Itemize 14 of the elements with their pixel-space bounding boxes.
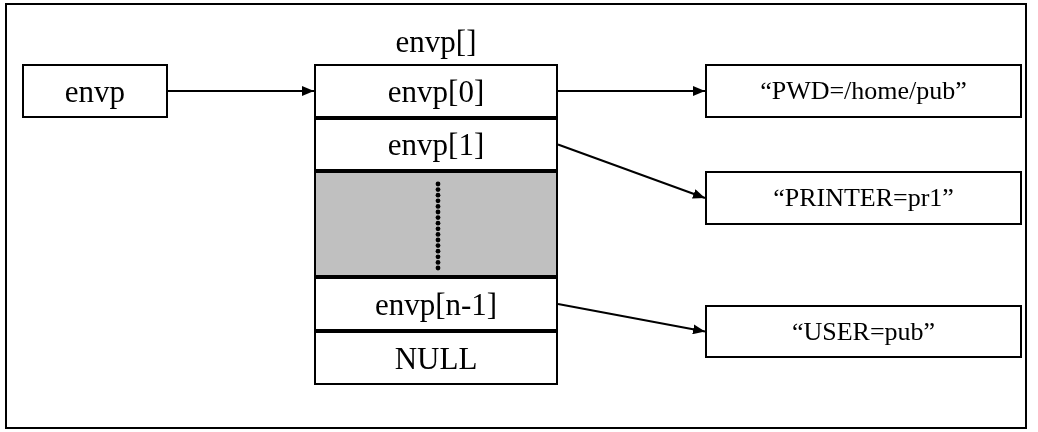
array-cell: envp[0]: [314, 64, 558, 118]
arrow: [557, 143, 706, 199]
pointer-box: envp: [22, 64, 168, 118]
array-cell: envp[n-1]: [314, 277, 558, 331]
array-cell: envp[1]: [314, 118, 558, 171]
arrow: [557, 303, 706, 335]
string-box: “PWD=/home/pub”: [705, 64, 1022, 118]
string-box: “USER=pub”: [705, 305, 1022, 358]
array-cell: NULL: [314, 331, 558, 385]
arrow: [557, 86, 706, 96]
arrow: [167, 86, 315, 96]
string-box: “PRINTER=pr1”: [705, 171, 1022, 225]
elided-cells: [314, 171, 558, 277]
array-title: envp[]: [394, 23, 478, 61]
